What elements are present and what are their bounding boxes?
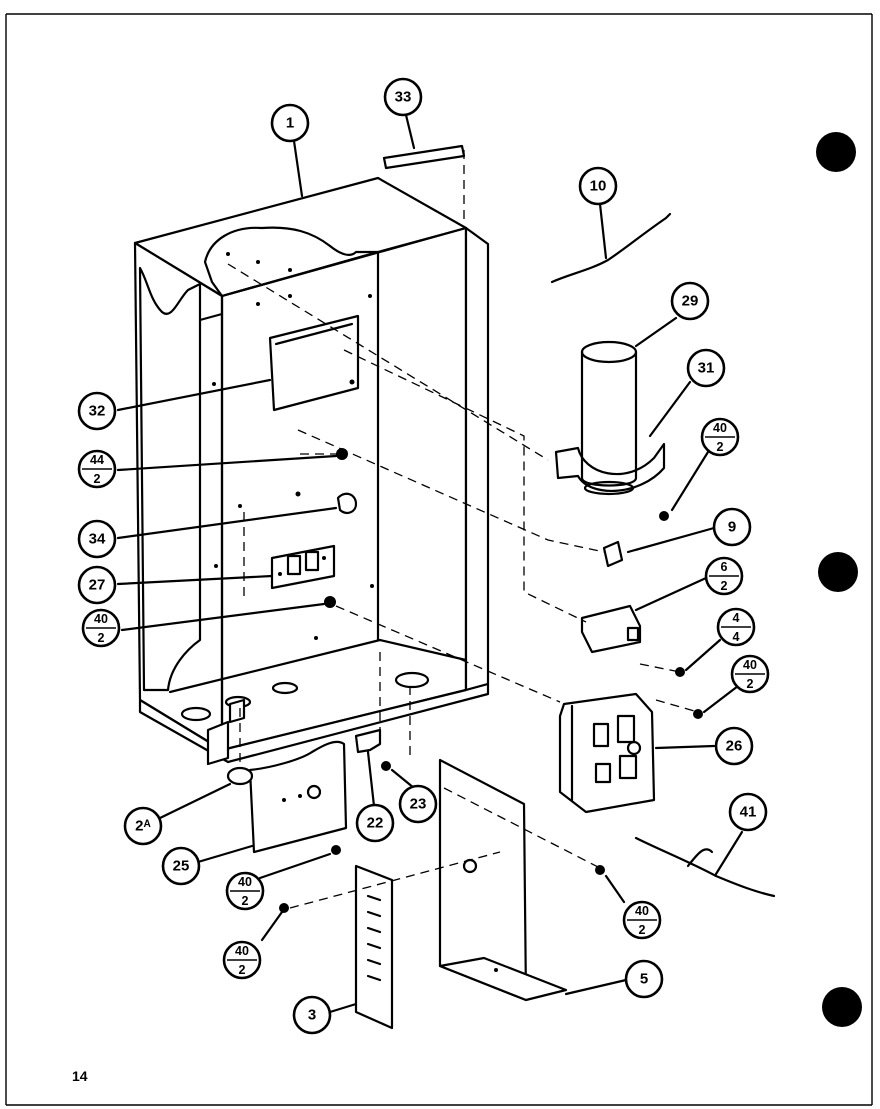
retainer-clip-part	[354, 728, 382, 754]
callout-1: 1	[270, 103, 310, 143]
svg-text:2: 2	[721, 579, 728, 593]
svg-text:34: 34	[89, 531, 106, 548]
callout-40-right: 40 2	[730, 654, 770, 694]
svg-text:1: 1	[286, 115, 294, 132]
callout-34: 34	[77, 519, 117, 559]
callout-3: 3	[292, 995, 332, 1035]
callout-41: 41	[728, 792, 768, 832]
terminal-strip-part	[354, 864, 394, 1030]
callout-31: 31	[686, 348, 726, 388]
svg-text:31: 31	[698, 360, 715, 377]
callout-40-bottom-right: 40 2	[622, 900, 662, 940]
loose-screws	[279, 511, 703, 913]
svg-text:2: 2	[717, 440, 724, 454]
svg-text:6: 6	[721, 560, 728, 574]
callout-23: 23	[398, 784, 438, 824]
wire-lead-part	[550, 212, 672, 284]
callout-10: 10	[578, 166, 618, 206]
relay-part	[580, 604, 642, 654]
page-frame	[5, 13, 873, 1106]
bulb-wire-part	[634, 836, 776, 898]
callout-44: 44 2	[77, 449, 117, 489]
svg-text:4: 4	[733, 611, 740, 625]
callout-40-top: 40 2	[700, 417, 740, 457]
terminal-block-part	[270, 544, 336, 590]
callout-26: 26	[714, 726, 754, 766]
page-number: 14	[72, 1068, 88, 1084]
svg-text:2: 2	[239, 963, 246, 977]
svg-text:26: 26	[726, 738, 743, 755]
callout-32: 32	[77, 391, 117, 431]
svg-text:3: 3	[308, 1007, 316, 1024]
svg-text:33: 33	[395, 89, 412, 106]
callout-9: 9	[712, 507, 752, 547]
binder-hole-bottom	[822, 987, 862, 1027]
svg-text:9: 9	[728, 519, 736, 536]
svg-text:44: 44	[90, 453, 104, 467]
svg-text:5: 5	[640, 971, 648, 988]
mounting-bracket-part	[382, 144, 466, 170]
grommet-part	[226, 766, 254, 786]
control-board-plate-part	[268, 314, 360, 412]
svg-text:23: 23	[410, 796, 427, 813]
assembly-dash-lines	[227, 150, 699, 909]
callout-5: 5	[624, 959, 664, 999]
callout-25: 25	[161, 846, 201, 886]
svg-text:22: 22	[367, 815, 384, 832]
capacitor-part	[554, 340, 666, 496]
callout-40-bottom-left-1: 40 2	[225, 871, 265, 911]
svg-text:40: 40	[94, 612, 108, 626]
callout-40-left: 40 2	[81, 608, 121, 648]
svg-text:29: 29	[682, 293, 699, 310]
svg-text:32: 32	[89, 403, 106, 420]
binder-hole-top	[816, 132, 856, 172]
callout-6: 6 2	[704, 556, 744, 596]
callout-2a: 2ᴬ	[123, 806, 163, 846]
svg-text:10: 10	[590, 178, 607, 195]
side-bracket-part	[438, 758, 568, 1002]
svg-text:4: 4	[733, 630, 740, 644]
contactor-part	[558, 692, 656, 814]
cabinet-part	[133, 176, 490, 766]
svg-text:40: 40	[635, 904, 649, 918]
service-cover-part	[248, 740, 348, 854]
wire-clip-part	[336, 492, 358, 514]
small-clip-part	[602, 540, 624, 568]
svg-text:40: 40	[235, 944, 249, 958]
svg-text:2: 2	[639, 923, 646, 937]
svg-text:27: 27	[89, 577, 106, 594]
callout-33: 33	[383, 77, 423, 117]
leader-lines	[116, 113, 744, 1014]
svg-text:2ᴬ: 2ᴬ	[135, 818, 151, 835]
callout-29: 29	[670, 281, 710, 321]
callout-22: 22	[355, 803, 395, 843]
svg-text:2: 2	[747, 677, 754, 691]
svg-text:2: 2	[242, 894, 249, 908]
callout-40-bottom-left-2: 40 2	[222, 940, 262, 980]
svg-text:2: 2	[94, 472, 101, 486]
cabinet-screws	[295, 448, 348, 608]
binder-hole-middle	[818, 552, 858, 592]
callout-4: 4 4	[716, 607, 756, 647]
svg-text:40: 40	[713, 421, 727, 435]
svg-text:41: 41	[740, 804, 757, 821]
svg-text:40: 40	[238, 875, 252, 889]
svg-text:40: 40	[743, 658, 757, 672]
svg-text:25: 25	[173, 858, 190, 875]
callout-27: 27	[77, 565, 117, 605]
svg-text:2: 2	[98, 631, 105, 645]
